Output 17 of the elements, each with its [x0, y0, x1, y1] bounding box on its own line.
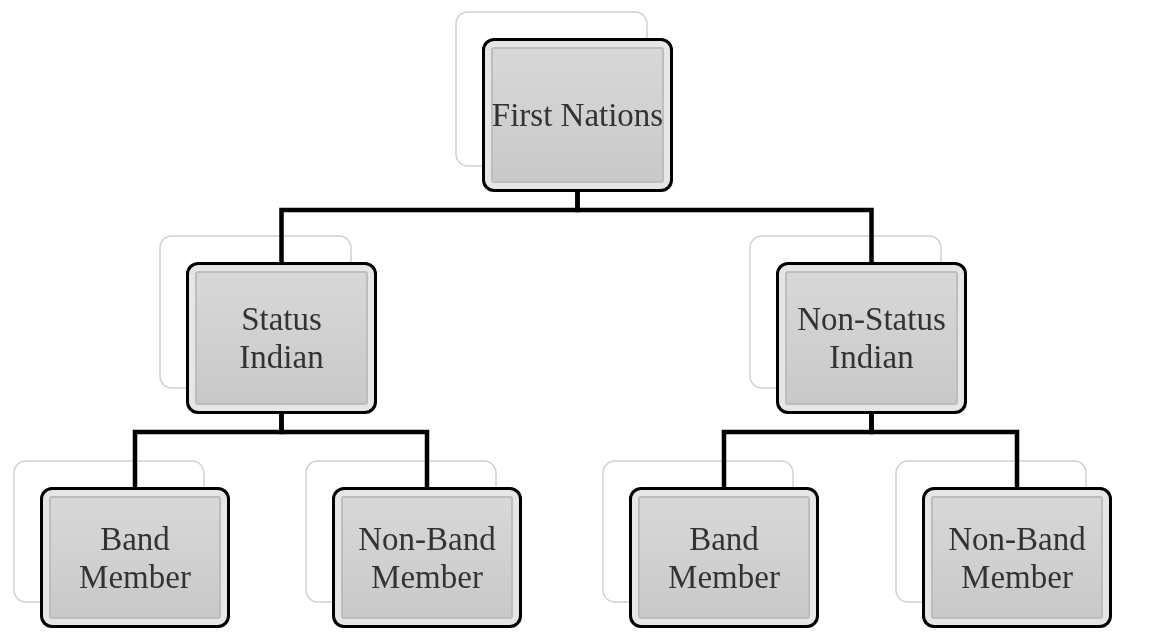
node-box	[186, 262, 377, 414]
node-box	[40, 487, 230, 628]
connector-line	[575, 192, 874, 262]
node-label: Non-Status Indian	[796, 300, 947, 376]
node-box	[332, 487, 522, 628]
node-box	[776, 262, 967, 414]
connector-line	[279, 414, 430, 487]
node-label: First Nations	[490, 96, 665, 134]
node-label: Band Member	[78, 519, 192, 596]
node-box	[922, 487, 1112, 628]
node-box	[629, 487, 819, 628]
node-label: Band Member	[667, 519, 781, 596]
node-label: Status Indian	[238, 300, 325, 376]
connector-line	[869, 414, 1020, 487]
node-box	[482, 38, 673, 192]
node-label: Non-Band Member	[357, 519, 497, 596]
node-label: Non-Band Member	[947, 519, 1087, 596]
